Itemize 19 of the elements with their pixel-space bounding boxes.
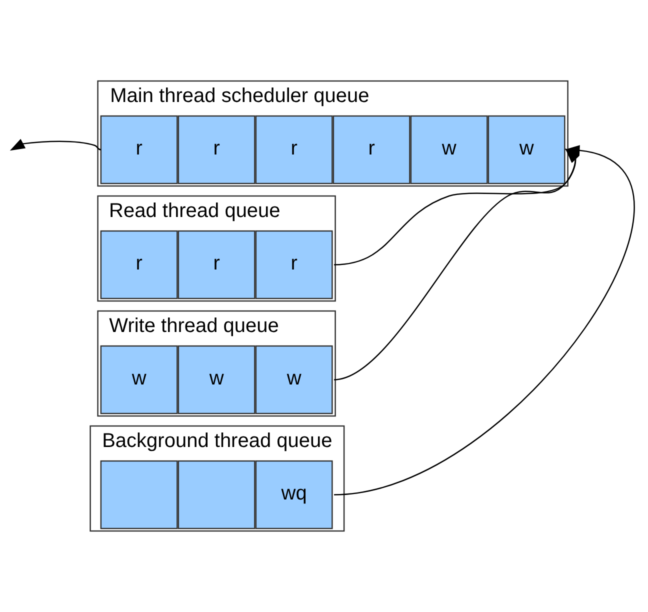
node-box: w <box>100 345 178 414</box>
node-box: w <box>178 345 256 414</box>
node-box: r <box>332 115 410 184</box>
node-box: r <box>178 230 256 300</box>
arrow <box>334 148 580 380</box>
arrow <box>334 145 635 496</box>
node-box: r <box>178 115 256 184</box>
node-box: r <box>255 230 333 300</box>
node-box: r <box>255 115 333 184</box>
node-box: r <box>100 230 178 300</box>
node-box: w <box>410 115 488 184</box>
node-box: w <box>255 345 333 414</box>
arrow <box>10 138 102 151</box>
node-box <box>178 460 256 530</box>
node-box <box>100 460 178 530</box>
node-box: w <box>488 115 566 184</box>
node-box: r <box>100 115 178 184</box>
arrow <box>334 148 580 266</box>
node-box: wq <box>255 460 333 530</box>
